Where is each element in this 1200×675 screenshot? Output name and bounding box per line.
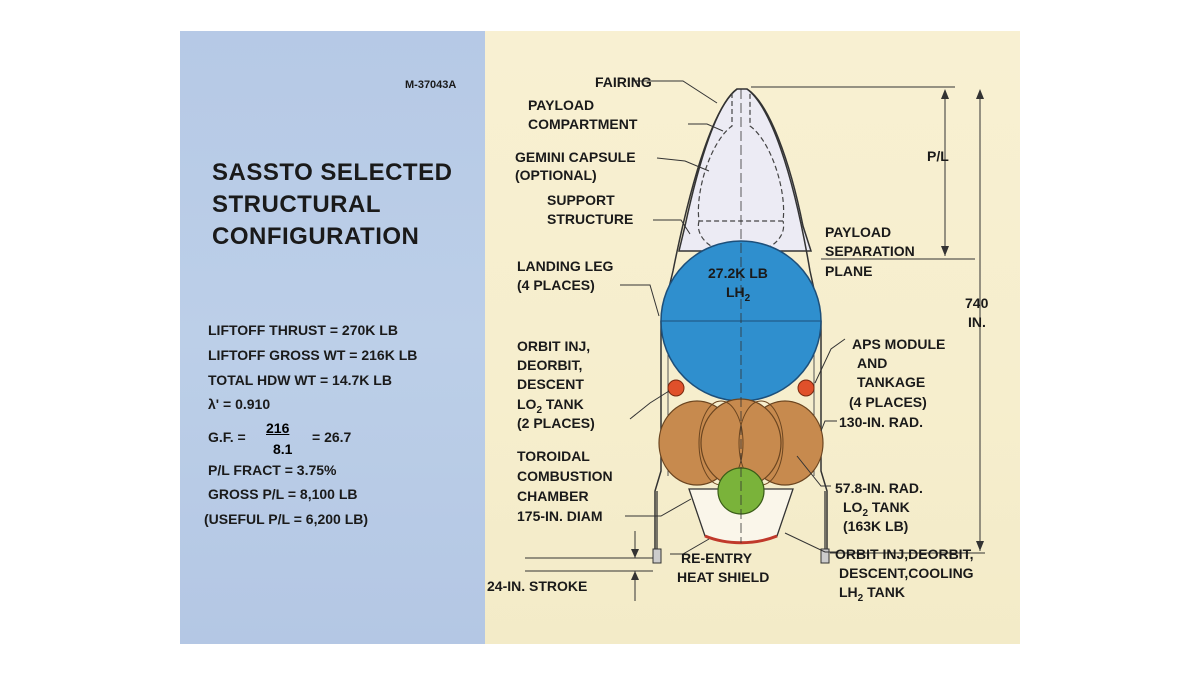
label-support-1: SUPPORT <box>547 192 615 208</box>
label-toroidal-1: TOROIDAL <box>517 448 590 464</box>
label-lh2-name: LH2 <box>726 284 751 304</box>
label-orbit-inj-3: DESCENT <box>517 376 584 392</box>
dim-overall-arrow-bottom <box>976 541 984 551</box>
landing-foot-right <box>820 548 830 564</box>
label-orbit-lh2-2: DESCENT,COOLING <box>839 565 974 581</box>
label-stroke: 24-IN. STROKE <box>487 578 587 594</box>
label-aps-2: AND <box>857 355 887 371</box>
label-orbit-inj-1: ORBIT INJ, <box>517 338 590 354</box>
fairing-outline-left <box>660 88 738 322</box>
left-info-panel: M-37043A SASSTO SELECTED STRUCTURAL CONF… <box>180 31 485 644</box>
vehicle-diagram: FAIRING PAYLOAD COMPARTMENT GEMINI CAPSU… <box>487 74 989 604</box>
aps-tank-left <box>667 379 685 397</box>
label-payload-2: COMPARTMENT <box>528 116 638 132</box>
label-support-2: STRUCTURE <box>547 211 633 227</box>
label-length-value: 740 <box>965 295 989 311</box>
label-lo2-tank-1: 57.8-IN. RAD. <box>835 480 923 496</box>
label-pl: P/L <box>927 148 949 164</box>
fairing-outline-right <box>746 88 822 322</box>
dim-pl-arrow-top <box>941 89 949 99</box>
title-line-1: SASSTO SELECTED <box>212 159 453 186</box>
label-aps-4: (4 PLACES) <box>849 394 927 410</box>
label-toroidal-2: COMBUSTION <box>517 468 613 484</box>
label-separation-2: SEPARATION <box>825 243 915 259</box>
leader-lines <box>620 80 846 555</box>
label-separation-3: PLANE <box>825 263 872 279</box>
label-gemini-2: (OPTIONAL) <box>515 167 597 183</box>
landing-foot-left <box>652 548 662 564</box>
stroke-arrow-top-head <box>631 549 639 558</box>
label-gemini-1: GEMINI CAPSULE <box>515 149 636 165</box>
label-payload-1: PAYLOAD <box>528 97 594 113</box>
aps-tank-right <box>797 379 815 397</box>
label-reentry-1: RE-ENTRY <box>681 550 753 566</box>
spec-lambda: λ' = 0.910 <box>208 396 271 412</box>
spec-gf-numerator: 216 <box>266 420 290 436</box>
label-aps-3: TANKAGE <box>857 374 925 390</box>
label-orbit-lh2-3: LH2 TANK <box>839 584 905 604</box>
label-reentry-2: HEAT SHIELD <box>677 569 769 585</box>
support-structure-outline <box>697 220 785 256</box>
label-toroidal-4: 175-IN. DIAM <box>517 508 603 524</box>
spec-total-hdw-wt: TOTAL HDW WT = 14.7K LB <box>208 372 392 388</box>
spec-liftoff-thrust: LIFTOFF THRUST = 270K LB <box>208 322 398 338</box>
document-id: M-37043A <box>405 79 457 91</box>
label-toroidal-3: CHAMBER <box>517 488 589 504</box>
fairing-shape <box>678 88 813 252</box>
spec-gf-result: = 26.7 <box>312 429 352 445</box>
label-lh2-mass: 27.2K LB <box>708 265 768 281</box>
label-lo2-tank-2: LO2 TANK <box>843 499 910 519</box>
label-landing-leg-2: (4 PLACES) <box>517 277 595 293</box>
spec-gf-prefix: G.F. = <box>208 429 246 445</box>
spec-liftoff-gross-wt: LIFTOFF GROSS WT = 216K LB <box>208 347 418 363</box>
diagram-panel: FAIRING PAYLOAD COMPARTMENT GEMINI CAPSU… <box>485 31 1020 644</box>
spec-gf-denominator: 8.1 <box>273 441 293 457</box>
label-aps-1: APS MODULE <box>852 336 945 352</box>
label-lo2-tank-3: (163K LB) <box>843 518 908 534</box>
dim-overall-arrow-top <box>976 89 984 99</box>
label-separation-1: PAYLOAD <box>825 224 891 240</box>
title-line-3: CONFIGURATION <box>212 223 420 250</box>
label-orbit-inj-2: DEORBIT, <box>517 357 582 373</box>
label-orbit-inj-4: LO2 TANK <box>517 396 584 416</box>
slide: M-37043A SASSTO SELECTED STRUCTURAL CONF… <box>180 31 1020 644</box>
label-landing-leg-1: LANDING LEG <box>517 258 614 274</box>
spec-pl-fract: P/L FRACT = 3.75% <box>208 462 337 478</box>
label-fairing: FAIRING <box>595 74 652 90</box>
label-orbit-lh2-1: ORBIT INJ,DEORBIT, <box>835 546 973 562</box>
stroke-arrow-bottom-head <box>631 571 639 580</box>
label-length-unit: IN. <box>968 314 986 330</box>
spec-gross-pl: GROSS P/L = 8,100 LB <box>208 486 358 502</box>
label-radius-130: 130-IN. RAD. <box>839 414 923 430</box>
spec-useful-pl: (USEFUL P/L = 6,200 LB) <box>204 511 369 527</box>
title-line-2: STRUCTURAL <box>212 191 381 218</box>
label-orbit-inj-5: (2 PLACES) <box>517 415 595 431</box>
dim-pl-arrow-bottom <box>941 246 949 256</box>
